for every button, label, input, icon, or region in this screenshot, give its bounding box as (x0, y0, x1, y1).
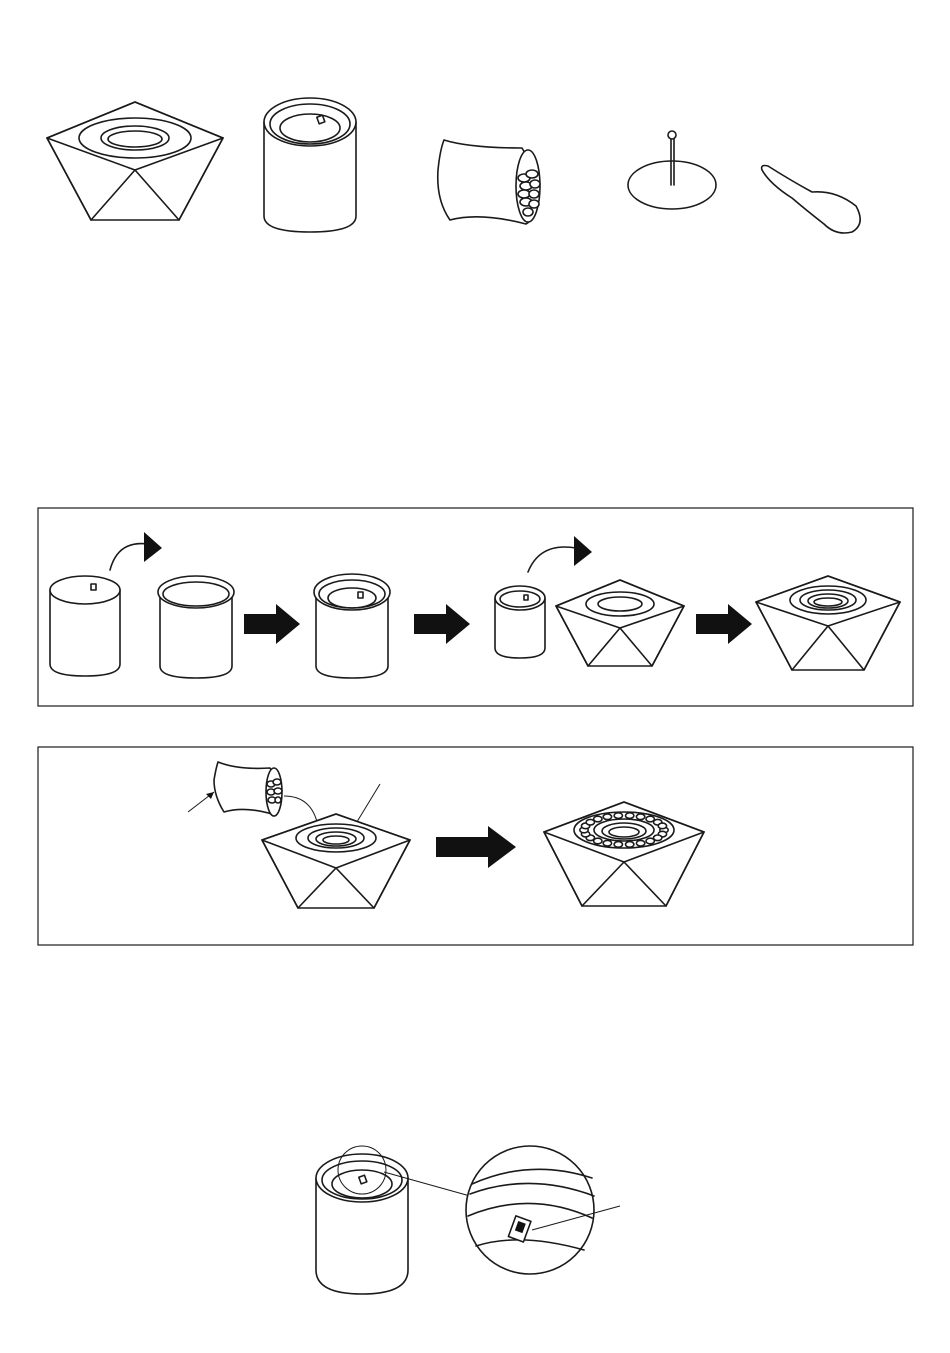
zoom-view (466, 1146, 620, 1274)
pebble (603, 840, 611, 846)
pebble (626, 813, 634, 819)
pebble (636, 840, 644, 846)
pebble (614, 842, 622, 848)
rotate-arrow-icon (110, 532, 162, 570)
pebble (614, 813, 622, 819)
filled-base (544, 802, 704, 906)
liner-canister (264, 98, 356, 232)
assembly-panel-1 (38, 508, 913, 706)
label-detail (316, 1146, 620, 1294)
pebble (636, 814, 644, 820)
step2-open-liner (158, 576, 234, 678)
pebble (658, 823, 666, 829)
snuffer-tool (762, 166, 861, 234)
rotate-arrow-icon (528, 536, 592, 572)
step4-small-canister (495, 586, 545, 658)
step-arrow-icon (244, 604, 300, 644)
pebble (626, 842, 634, 848)
pebble-bag (438, 140, 540, 224)
pebble (603, 814, 611, 820)
faceted-base (47, 102, 223, 220)
step6-assembled-base (756, 576, 900, 670)
receiving-base (262, 814, 410, 908)
pebble (594, 816, 602, 822)
step1-canister (50, 576, 120, 676)
pebble (646, 838, 654, 844)
step5-faceted-base (556, 580, 684, 666)
assembly-panel-2 (38, 747, 913, 945)
step-arrow-icon (414, 604, 470, 644)
wick-stand (628, 131, 716, 209)
step3-liner-with-canister (314, 574, 390, 678)
step-arrow-icon (436, 826, 516, 868)
parts-row (47, 98, 860, 233)
step-arrow-icon (696, 604, 752, 644)
pouring-bag (214, 762, 282, 816)
